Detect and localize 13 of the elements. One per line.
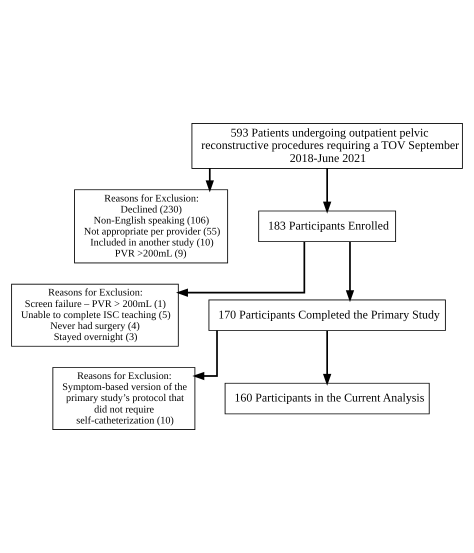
arrow (322, 168, 332, 214)
arrow (176, 242, 306, 297)
node-box: 593 Patients undergoing outpatient pelvic reconstructive procedures requiring a TOV September 2018-June 2021 (192, 122, 463, 169)
node-box: Reasons for Exclusion: Symptom-based version of the primary study’s protocol that did not require self-catheterization (10) (52, 367, 196, 430)
node-box: Reasons for Exclusion: Screen failure – PVR > 200mL (1) Unable to complete ISC teaching (5) Never had surgery (4) Stayed overnight (3) (11, 284, 179, 347)
arrow (322, 330, 332, 386)
node-box: 170 Participants Completed the Primary Study (208, 299, 446, 331)
arrow (206, 168, 214, 192)
arrow (192, 330, 218, 380)
node-box: 160 Participants in the Current Analysis (224, 382, 430, 414)
arrow (346, 242, 354, 302)
node-box: 183 Participants Enrolled (258, 210, 396, 242)
node-box: Reasons for Exclusion: Declined (230) Non-English speaking (106) Not appropriate per provider (55) Included in another study (10) PVR >200mL (9) (74, 189, 228, 264)
